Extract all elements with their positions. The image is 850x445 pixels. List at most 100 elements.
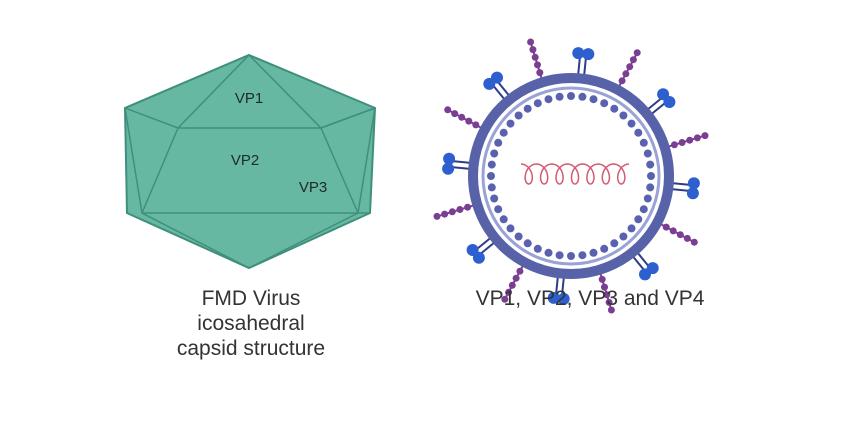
spike-bead — [529, 46, 537, 54]
spike-knob — [686, 187, 699, 200]
spike-knob — [442, 162, 455, 175]
spike-bead — [605, 298, 613, 306]
envelope-bead — [523, 104, 532, 113]
bead-chain-spike — [501, 263, 525, 303]
envelope-bead — [610, 239, 619, 248]
spike-stem — [635, 250, 649, 267]
spike-knob — [443, 152, 456, 165]
spike-bead — [607, 306, 615, 314]
protein-spike — [547, 275, 570, 305]
spike-stem — [561, 275, 565, 294]
spike-stem — [670, 182, 689, 186]
spike-stem — [577, 58, 581, 77]
envelope-bead — [589, 95, 598, 104]
envelope-bead — [627, 119, 636, 128]
spike-bead — [678, 139, 686, 146]
spike-bead — [670, 141, 678, 149]
envelope-bead — [619, 232, 628, 241]
envelope-bead — [600, 99, 609, 108]
envelope-bead — [533, 244, 542, 253]
envelope-bead — [514, 111, 523, 120]
envelope-bead — [494, 205, 503, 214]
bead-chain-spike — [617, 49, 641, 89]
spike-bead — [508, 281, 516, 289]
spike-bead — [633, 49, 641, 57]
icosahedral-capsid: VP1 VP2 VP3 — [123, 53, 377, 270]
spike-stem — [480, 240, 497, 254]
spike-bead — [701, 132, 709, 140]
envelope-bead — [487, 160, 496, 169]
envelope-bead — [494, 138, 503, 147]
spike-bead — [690, 238, 698, 246]
capsid-edge-left-side — [124, 107, 143, 214]
spike-bead — [662, 223, 670, 231]
spike-bead — [693, 134, 701, 142]
spike-knob — [639, 268, 651, 281]
virion — [433, 38, 709, 314]
envelope-bead — [555, 92, 564, 101]
spikes — [433, 38, 709, 314]
envelope-bead — [506, 224, 515, 233]
spike-bead — [433, 212, 441, 220]
spike-bead — [501, 295, 509, 303]
capsid-caption-line-1: FMD Virus — [202, 287, 301, 310]
spike-bead — [527, 38, 535, 46]
spike-bead — [458, 113, 466, 121]
bead-chain-spike — [527, 38, 544, 81]
spike-bead — [622, 70, 630, 78]
envelope-bead — [499, 215, 508, 224]
spike-bead — [531, 53, 539, 61]
envelope-bead — [643, 194, 652, 203]
spike-stem — [497, 82, 511, 98]
capsid-edges — [124, 53, 376, 269]
envelope-beads — [487, 92, 655, 260]
envelope-bead — [639, 138, 648, 147]
spike-stem — [649, 102, 665, 116]
envelope-bead — [600, 244, 609, 253]
spike-knob — [572, 47, 585, 60]
envelope-bead — [506, 119, 515, 128]
spike-bead — [626, 63, 634, 71]
spike-knob — [582, 48, 595, 61]
spike-bead — [676, 231, 684, 239]
spike-stem — [631, 254, 645, 270]
envelope-bead — [499, 128, 508, 137]
envelope-bead — [627, 224, 636, 233]
spike-stem — [453, 166, 472, 170]
envelope-bead — [523, 239, 532, 248]
protein-spike — [572, 47, 595, 77]
envelope-bead — [487, 183, 496, 192]
envelope-bead — [610, 104, 619, 113]
envelope-bead — [567, 92, 575, 100]
bead-chain-spike — [433, 203, 476, 220]
spike-bead — [448, 208, 456, 216]
bead-chain-spike — [666, 132, 709, 149]
spike-bead — [451, 110, 459, 118]
envelope-bead — [567, 252, 575, 260]
spike-knob — [557, 292, 570, 305]
spike-bead — [618, 77, 626, 85]
envelope-bead — [646, 160, 655, 169]
spike-bead — [603, 291, 611, 299]
envelope-bead — [578, 251, 587, 260]
spike-knob — [547, 291, 560, 304]
spike-stem — [555, 275, 559, 294]
spike-bead — [505, 288, 513, 296]
protein-spike — [442, 152, 472, 175]
spike-bead — [669, 227, 677, 235]
spike-bead — [598, 275, 606, 283]
spike-bead — [516, 267, 524, 275]
envelope-bead — [533, 99, 542, 108]
protein-spike — [483, 71, 511, 102]
capsid-edge-right-side — [357, 107, 376, 214]
envelope-bead — [544, 95, 553, 104]
capsid-caption-line-3: capsid structure — [177, 337, 325, 360]
envelope-bead — [544, 248, 553, 257]
spike-bead — [456, 206, 464, 213]
spike-bead — [629, 56, 637, 64]
protein-spike — [631, 250, 659, 281]
spike-knob — [663, 96, 676, 108]
envelope-bead — [514, 232, 523, 241]
spike-bead — [683, 234, 691, 242]
